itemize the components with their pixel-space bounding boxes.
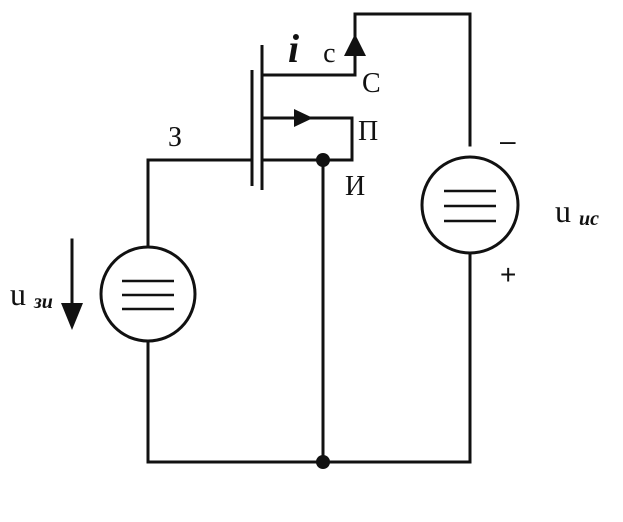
drain-wire [260, 12, 472, 147]
ground-junction-dot [316, 455, 330, 469]
substrate-wire [260, 116, 354, 162]
substrate-terminal-label: П [358, 116, 378, 147]
source-junction-dot [316, 153, 330, 167]
drain-current-arrow [344, 34, 366, 56]
drain-current-symbol: i [288, 26, 299, 71]
drain-source-plus-sign: + [500, 259, 516, 290]
drain-terminal-label: С [362, 68, 381, 99]
drain-source-return-wire [321, 251, 472, 464]
gate-wire [146, 158, 254, 249]
gate-voltage-label: u зи [10, 276, 53, 313]
drain-current-subscript: c [323, 38, 335, 69]
drain-current-label: i c [288, 26, 336, 71]
substrate-arrow [294, 109, 313, 127]
gate-voltage-subscript: зи [33, 291, 53, 313]
drain-voltage-subscript: ис [579, 208, 599, 230]
gate-source-return-wire [146, 339, 325, 464]
drain-source-minus-sign: – [500, 125, 516, 156]
source-terminal-label: И [345, 171, 365, 202]
gate-voltage-arrow-head [61, 303, 83, 330]
gate-terminal-label: З [168, 122, 182, 153]
gate-voltage-symbol: u [10, 276, 26, 312]
drain-voltage-label: u ис [555, 193, 599, 230]
drain-voltage-symbol: u [555, 193, 571, 229]
